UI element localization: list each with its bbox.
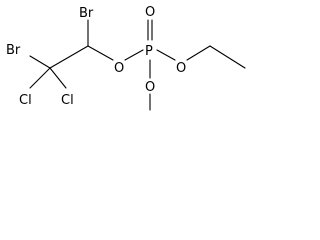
atom-cl-right: Cl — [61, 93, 74, 108]
chemical-structure: Br Br Cl Cl O P O O O — [6, 5, 246, 111]
bond-oethoxy-ch2 — [186, 45, 211, 61]
atom-p-center: P — [145, 44, 153, 59]
bonds — [29, 19, 246, 111]
bond-c-clright — [49, 67, 67, 89]
bond-oleft-p — [124, 49, 144, 61]
bond-ch-ccl2br — [49, 45, 89, 69]
bond-ch-oleft — [87, 45, 114, 61]
bond-c-clleft — [29, 67, 51, 89]
atom-o-ethoxy: O — [176, 61, 186, 76]
bond-p-oethoxy — [156, 49, 176, 61]
atom-o-methoxy: O — [145, 80, 155, 95]
bond-c-brleft — [29, 55, 51, 69]
atom-labels: Br Br Cl Cl O P O O O — [6, 5, 186, 108]
atom-o-ester-left: O — [114, 61, 124, 76]
atom-br-top: Br — [79, 6, 94, 21]
atom-br-left: Br — [6, 43, 21, 58]
bond-ch2-ch3 — [209, 45, 246, 69]
atom-cl-left: Cl — [19, 93, 32, 108]
atom-o-double: O — [145, 5, 155, 20]
